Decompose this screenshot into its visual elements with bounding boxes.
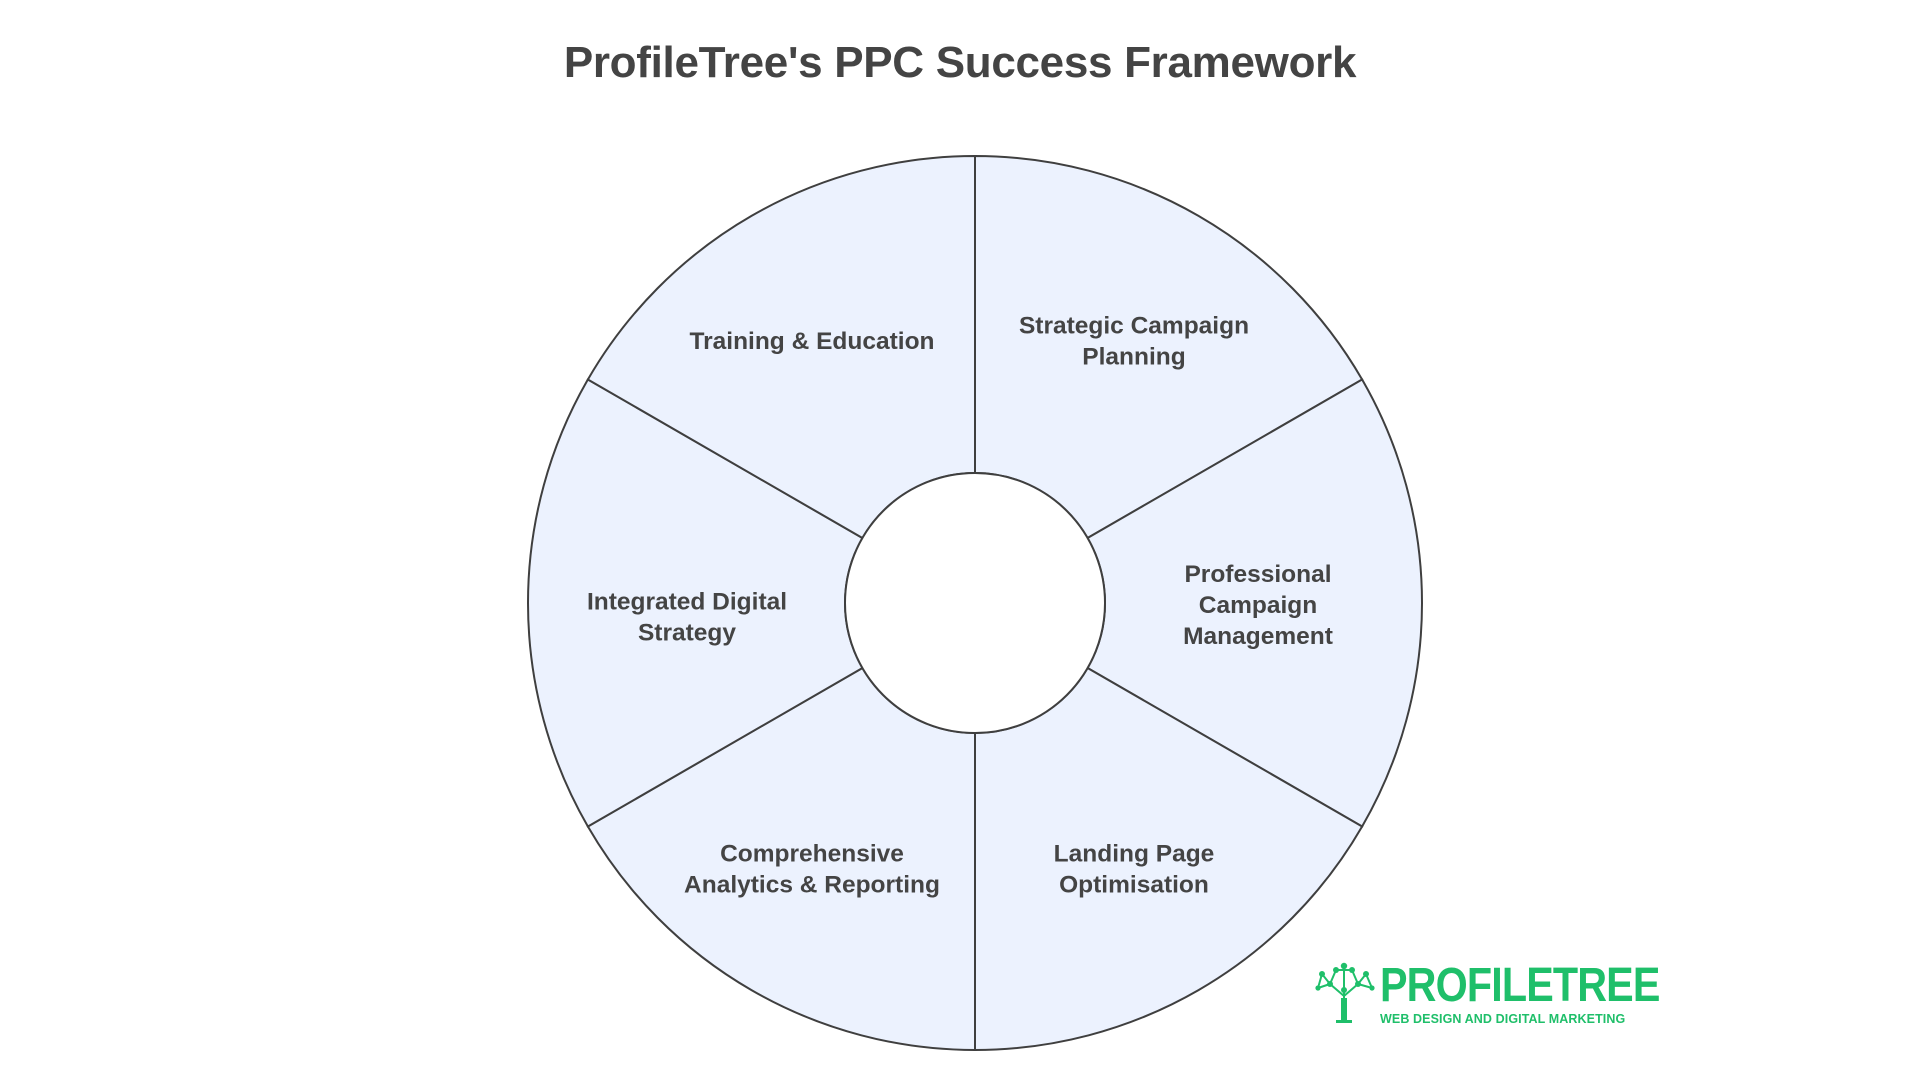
logo-tagline: WEB DESIGN AND DIGITAL MARKETING [1380,1012,1626,1026]
wheel-segments [527,154,1423,1052]
logo-wordmark: PROFILETREE [1380,959,1660,1012]
segment-label-6: Training & Education [689,328,934,355]
segment-label-line: Professional [1184,561,1331,588]
segment-label-line: Landing Page [1054,841,1215,868]
page-title: ProfileTree's PPC Success Framework [563,38,1357,87]
segment-label-line: Campaign [1199,592,1317,619]
segment-label-line: Strategic Campaign [1019,313,1249,340]
segment-label-line: Comprehensive [720,841,904,868]
segment-label-line: Analytics & Reporting [684,872,940,899]
segment-label-line: Planning [1082,344,1185,371]
segment-label-line: Integrated Digital [587,589,787,616]
tree-network-icon [1315,962,1375,1023]
profiletree-logo: PROFILETREE WEB DESIGN AND DIGITAL MARKE… [1314,960,1660,1030]
segment-label-line: Strategy [638,620,736,647]
segment-label-line: Optimisation [1059,872,1209,899]
wheel-center-hub [844,472,1106,734]
segment-label-line: Training & Education [689,328,934,355]
segment-label-line: Management [1183,623,1333,650]
